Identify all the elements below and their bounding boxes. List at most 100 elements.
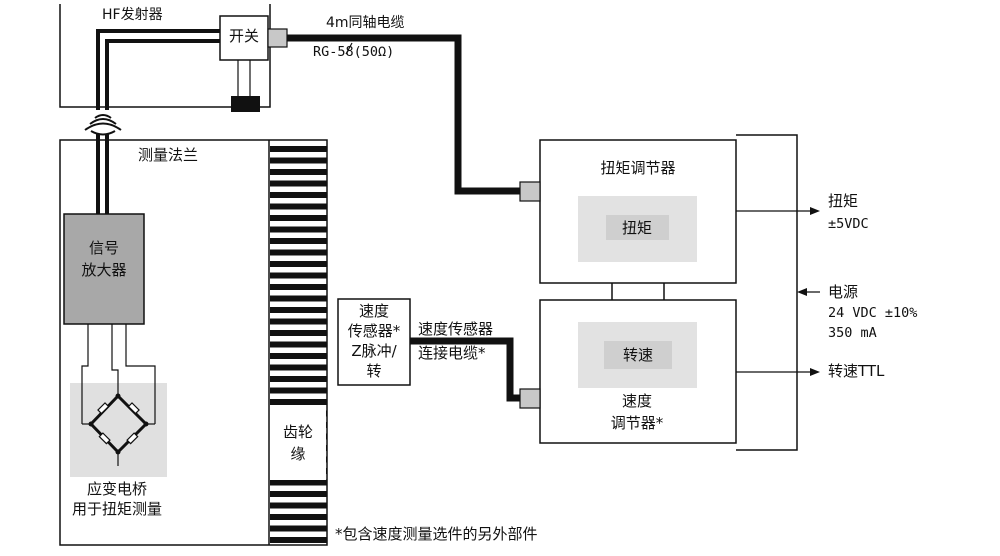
torque-conditioner-title: 扭矩调节器 xyxy=(600,159,675,177)
bridge-node-right xyxy=(143,421,149,427)
torque-output-arrow xyxy=(810,207,820,215)
hf-transmitter: HF发射器 开关 xyxy=(59,4,288,112)
gear-tooth xyxy=(270,376,327,382)
coax-cable: 4m同轴电缆 RG-58(50Ω) xyxy=(287,15,520,195)
hf-transmitter-label: HF发射器 xyxy=(102,7,163,23)
speed-conditioner-label-2: 调节器* xyxy=(611,414,664,432)
torque-display-label-bg xyxy=(606,215,669,240)
gear-tooth xyxy=(270,502,327,509)
resistor-1 xyxy=(97,402,110,415)
resistor-4 xyxy=(126,432,139,445)
coax-cable-label: 4m同轴电缆 xyxy=(326,15,405,31)
gear-rim-label-2: 缘 xyxy=(290,445,305,463)
speed-sensor-cable: 速度传感器 连接电缆* xyxy=(410,320,520,402)
gear-tooth xyxy=(270,261,327,267)
gear-tooth xyxy=(270,525,327,532)
torque-display-label: 扭矩 xyxy=(622,219,652,237)
gear-tooth xyxy=(270,307,327,313)
power-bracket xyxy=(736,134,798,451)
speed-output-label: 转速TTL xyxy=(828,362,885,380)
gear-tooth xyxy=(270,249,327,256)
signal-amplifier xyxy=(63,213,145,325)
hf-wire-inner xyxy=(105,39,222,110)
rg58-label: RG-58(50Ω) xyxy=(313,44,394,60)
power-label-1: 电源 xyxy=(828,283,858,301)
gear-tooth xyxy=(270,479,327,486)
gear-tooth xyxy=(270,215,327,221)
gear-tooth xyxy=(270,226,327,233)
gear-tooth xyxy=(270,192,327,198)
gear-tooth xyxy=(270,537,327,543)
speed-display-label-bg xyxy=(604,341,672,369)
cable-slash-mark xyxy=(345,42,353,55)
strain-bridge-label-1: 应变电桥 xyxy=(87,480,147,498)
speed-conditioner-label-1: 速度 xyxy=(622,392,652,410)
resistor-2 xyxy=(127,402,140,415)
gear-tooth xyxy=(270,514,327,520)
torque-conditioner: 扭矩调节器 扭矩 xyxy=(519,139,737,284)
measuring-flange: 测量法兰 信号 放大器 应变电桥 用于扭矩测量 xyxy=(59,134,328,546)
speed-sensor-label-4: 转 xyxy=(366,362,381,380)
bridge-node-bottom xyxy=(115,449,121,455)
terminal-block xyxy=(231,96,260,112)
strain-bridge-label-2: 用于扭矩测量 xyxy=(72,500,162,518)
gear-tooth xyxy=(270,364,327,371)
gear-rim: 齿轮 缘 xyxy=(268,140,327,545)
outputs-and-power: 扭矩 ±5VDC 电源 24 VDC ±10% 350 mA 转速TTL xyxy=(736,134,917,451)
speed-cable-label-2: 连接电缆* xyxy=(418,344,486,362)
bridge-node-top xyxy=(115,393,121,399)
speed-sensor: 速度 传感器* Z脉冲/ 转 xyxy=(337,298,411,386)
coax-connector-switch xyxy=(267,28,288,48)
speed-conditioner: 转速 速度 调节器* xyxy=(519,299,737,444)
signal-amplifier-label-1: 信号 xyxy=(89,239,119,257)
speed-sensor-label-3: Z脉冲/ xyxy=(351,342,397,360)
speed-sensor-label-1: 速度 xyxy=(359,302,389,320)
coax-connector-conditioner xyxy=(519,181,541,202)
speed-display-label: 转速 xyxy=(623,346,653,364)
speed-sensor-cable-line xyxy=(410,337,520,402)
gear-tooth xyxy=(270,238,327,244)
speed-cable-label-1: 速度传感器 xyxy=(418,320,493,338)
gear-tooth xyxy=(270,318,327,325)
gear-tooth xyxy=(270,491,327,497)
coax-cable-line xyxy=(287,34,520,195)
gear-tooth xyxy=(270,353,327,359)
power-input-arrow xyxy=(797,288,807,296)
gear-tooth xyxy=(270,203,327,210)
gear-tooth xyxy=(270,180,327,187)
bridge-wire-1 xyxy=(81,324,89,424)
gear-tooth xyxy=(270,146,327,152)
gear-tooth xyxy=(270,157,327,164)
gear-rim-label-1: 齿轮 xyxy=(283,423,313,441)
gear-tooth xyxy=(270,341,327,348)
hf-transmitter-outline xyxy=(59,4,271,108)
bridge-node-left xyxy=(88,421,94,427)
measuring-flange-label: 测量法兰 xyxy=(138,146,198,164)
hf-wire-outer xyxy=(96,29,222,110)
power-label-2: 24 VDC ±10% xyxy=(828,305,917,321)
torque-output-label-1: 扭矩 xyxy=(828,192,858,210)
gear-tooth xyxy=(270,387,327,394)
bridge-wire-3 xyxy=(125,324,156,424)
speed-sensor-box xyxy=(337,298,411,386)
gear-tooth xyxy=(270,330,327,336)
gear-tooth xyxy=(270,399,327,405)
gear-tooth xyxy=(270,169,327,175)
gear-tooth xyxy=(270,295,327,302)
speed-cable-connector xyxy=(519,388,541,409)
power-label-3: 350 mA xyxy=(828,325,877,341)
bridge-wire-2 xyxy=(111,324,119,396)
footnote: *包含速度测量选件的另外部件 xyxy=(335,525,538,543)
gear-rim-label-bg xyxy=(270,410,326,480)
gear-tooth xyxy=(270,284,327,290)
torque-output-label-2: ±5VDC xyxy=(828,216,869,232)
antenna-icon xyxy=(84,114,122,136)
gear-tooth xyxy=(270,272,327,279)
switch-label: 开关 xyxy=(229,27,259,45)
speed-sensor-label-2: 传感器* xyxy=(348,322,401,340)
speed-output-arrow xyxy=(810,368,820,376)
signal-amplifier-label-2: 放大器 xyxy=(81,261,126,279)
gear-teeth xyxy=(270,146,327,543)
resistor-3 xyxy=(98,432,111,445)
